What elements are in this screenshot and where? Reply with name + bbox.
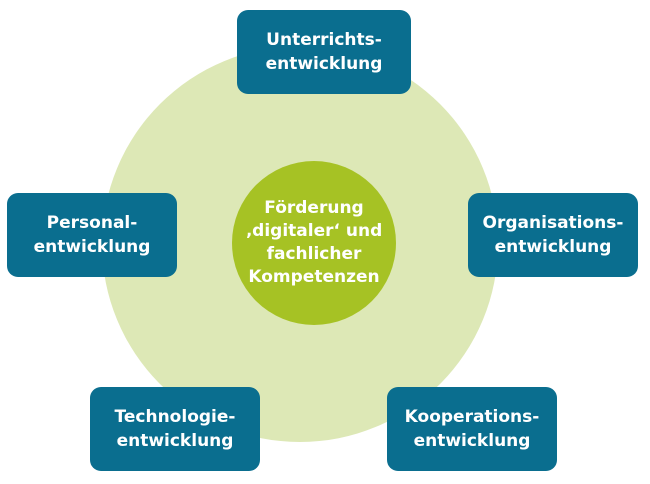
box-unterricht-line-1: Unterrichts- (266, 30, 382, 50)
center-label: Förderung ‚digitaler‘ und fachlicher Kom… (246, 197, 383, 289)
box-kooperationsentwicklung: Kooperations- entwicklung (387, 387, 557, 471)
center-circle: Förderung ‚digitaler‘ und fachlicher Kom… (232, 161, 396, 325)
box-technologie-line-1: Technologie- (114, 407, 236, 427)
box-technologieentwicklung: Technologie- entwicklung (90, 387, 260, 471)
center-line-1: Förderung (264, 198, 364, 218)
center-line-2: ‚digitaler‘ und (245, 221, 383, 241)
box-personal-line-2: entwicklung (33, 237, 151, 257)
box-organisation-line-2: entwicklung (494, 237, 612, 257)
box-unterricht-line-2: entwicklung (265, 54, 383, 74)
center-line-4: Kompetenzen (248, 267, 380, 287)
box-kooperation-line-2: entwicklung (413, 431, 531, 451)
box-unterrichtsentwicklung: Unterrichts- entwicklung (237, 10, 411, 94)
box-organisation-line-1: Organisations- (482, 213, 624, 233)
box-kooperation-line-1: Kooperations- (404, 407, 540, 427)
box-organisationsentwicklung: Organisations- entwicklung (468, 193, 638, 277)
box-technologie-line-2: entwicklung (116, 431, 234, 451)
box-personal-line-1: Personal- (46, 213, 138, 233)
box-personalentwicklung: Personal- entwicklung (7, 193, 177, 277)
center-line-3: fachlicher (266, 244, 362, 264)
